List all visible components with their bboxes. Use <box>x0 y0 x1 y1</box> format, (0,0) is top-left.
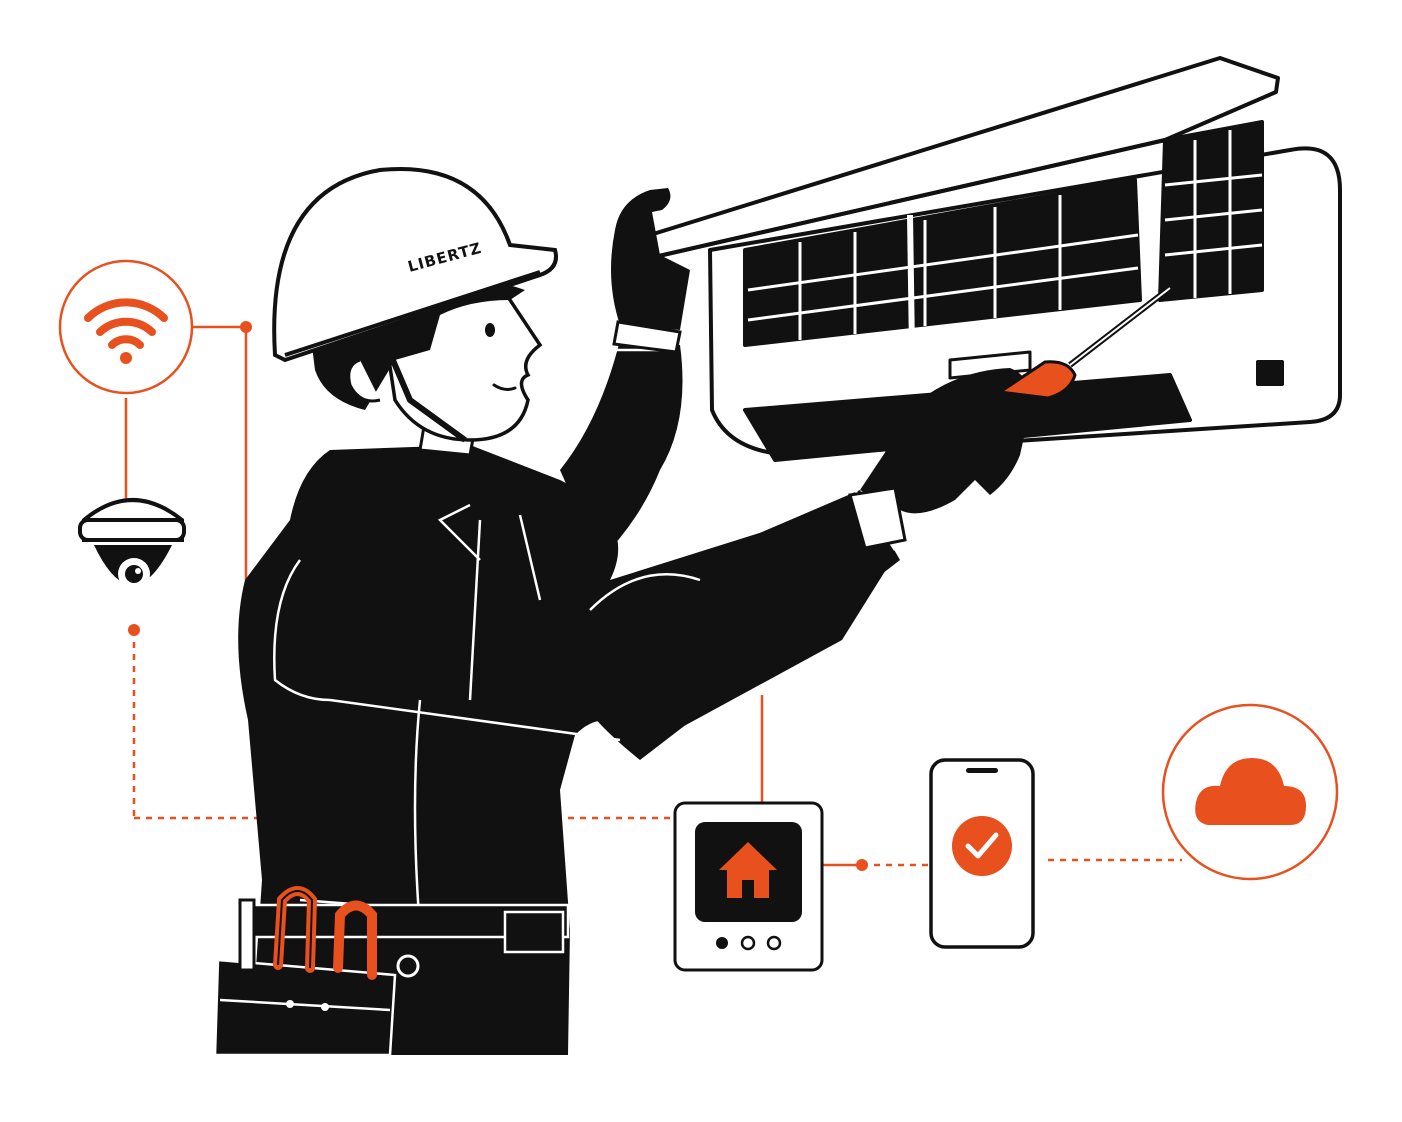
smartphone-icon <box>929 758 1035 949</box>
network-lines <box>124 325 1182 867</box>
security-camera-icon <box>78 498 186 590</box>
checkmark-icon <box>952 816 1012 876</box>
home-icon <box>719 842 777 898</box>
cloud-icon <box>1161 703 1339 881</box>
smart-home-hub-icon <box>673 801 824 972</box>
screwdriver-icon <box>995 285 1172 400</box>
wifi-icon <box>58 259 194 395</box>
air-conditioner <box>648 56 1342 462</box>
technician: LIBERTZ <box>213 167 1031 1057</box>
